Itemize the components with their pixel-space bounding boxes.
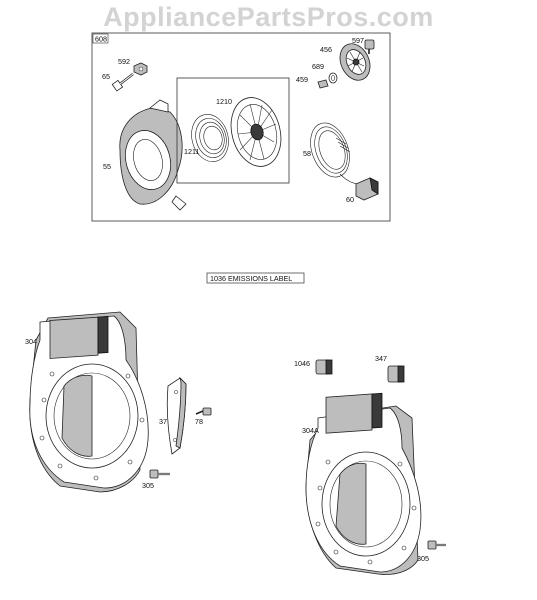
part-60-starter-handle[interactable] bbox=[355, 177, 379, 201]
part-78-screw[interactable] bbox=[195, 407, 212, 416]
part-58-starter-rope[interactable] bbox=[304, 118, 361, 185]
part-305-bolt-right[interactable] bbox=[427, 540, 446, 550]
callout-608: 608 bbox=[95, 35, 107, 44]
callout-304: 304 bbox=[25, 337, 37, 346]
emissions-label-item[interactable]: 1036 EMISSIONS LABEL bbox=[206, 272, 305, 284]
part-37-air-guide[interactable] bbox=[166, 376, 187, 455]
part-55-starter-cup[interactable] bbox=[119, 99, 187, 211]
callout-1210: 1210 bbox=[216, 97, 232, 106]
part-592-nut[interactable] bbox=[133, 62, 148, 76]
part-304a-blower-housing[interactable] bbox=[305, 392, 422, 575]
group-608-tab bbox=[92, 33, 109, 44]
part-347-bracket[interactable] bbox=[387, 365, 405, 383]
callout-1211: 1211 bbox=[184, 147, 199, 156]
pulley-subgroup-frame bbox=[176, 77, 290, 184]
callout-597: 597 bbox=[352, 36, 364, 45]
part-456-flywheel-cup[interactable] bbox=[334, 39, 375, 85]
right-housing-group: 1046 347 304A bbox=[294, 354, 446, 575]
part-1210-pulley[interactable] bbox=[224, 92, 288, 172]
callout-58: 58 bbox=[303, 149, 311, 158]
callout-305-left: 305 bbox=[142, 481, 154, 490]
emissions-label-text: 1036 EMISSIONS LABEL bbox=[210, 274, 292, 283]
part-1211-rewind-spring[interactable] bbox=[186, 110, 233, 166]
callout-689: 689 bbox=[312, 62, 324, 71]
part-689-washer[interactable] bbox=[328, 72, 338, 84]
callout-592: 592 bbox=[118, 57, 130, 66]
callout-1046: 1046 bbox=[294, 359, 310, 368]
rewind-starter-group: 608 592 65 55 bbox=[91, 32, 391, 222]
part-597-screw[interactable] bbox=[364, 39, 375, 54]
callout-347: 347 bbox=[375, 354, 387, 363]
callout-60: 60 bbox=[346, 195, 354, 204]
callout-305-right: 305 bbox=[417, 554, 429, 563]
group-608-frame bbox=[91, 32, 391, 222]
part-305-bolt-left[interactable] bbox=[149, 469, 170, 479]
watermark-text: AppliancePartsPros.com bbox=[103, 2, 434, 32]
part-65-screw[interactable] bbox=[111, 73, 134, 92]
callout-456: 456 bbox=[320, 45, 332, 54]
part-1046-bracket[interactable] bbox=[315, 359, 333, 375]
part-459-pawl[interactable] bbox=[317, 79, 329, 89]
callout-304a: 304A bbox=[302, 426, 319, 435]
left-housing-group: 304 37 78 305 bbox=[25, 311, 212, 493]
callout-65: 65 bbox=[102, 72, 110, 81]
callout-55: 55 bbox=[103, 162, 111, 171]
callout-459: 459 bbox=[296, 75, 308, 84]
callout-37: 37 bbox=[159, 417, 167, 426]
part-304-blower-housing[interactable] bbox=[29, 311, 149, 493]
callout-78: 78 bbox=[195, 417, 203, 426]
